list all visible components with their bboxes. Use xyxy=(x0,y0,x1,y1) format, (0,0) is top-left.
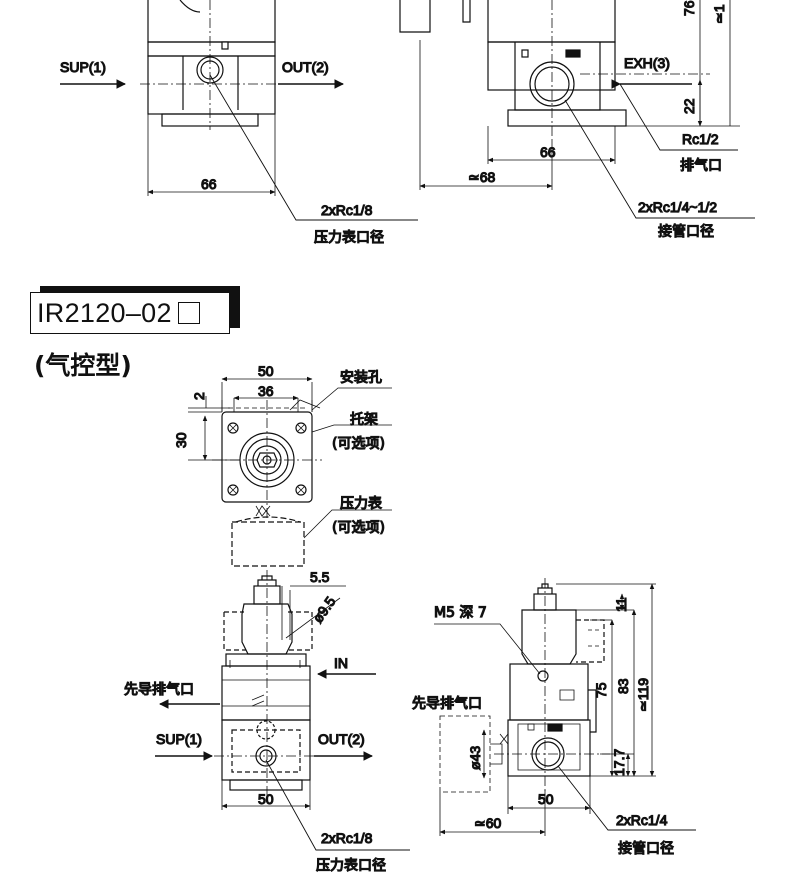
top-dim-22: 22 xyxy=(681,98,697,114)
front-view xyxy=(155,570,410,851)
front-pilot-exh-label: 先导排气口 xyxy=(124,682,194,698)
side-m5-label: M5 深 7 xyxy=(434,605,487,621)
side-dim-17-7: 17.7 xyxy=(611,749,627,776)
front-dim-50: 50 xyxy=(258,791,274,807)
gauge-label: 压力表 xyxy=(340,496,382,512)
side-pilot-exh-label: 先导排气口 xyxy=(412,696,482,712)
side-dim-11: 11 xyxy=(613,597,629,612)
top-dim-76: 76 xyxy=(681,0,697,16)
model-title: IR2120–02 xyxy=(37,297,172,328)
top-right-view xyxy=(399,0,755,219)
top-dim-68: ≃68 xyxy=(468,169,496,185)
top-left-view xyxy=(60,0,418,221)
front-in-label: IN xyxy=(334,655,348,671)
front-out-label: OUT(2) xyxy=(318,731,365,747)
front-gauge-port-cn: 压力表口径 xyxy=(316,858,386,874)
top-out-label: OUT(2) xyxy=(282,59,329,75)
front-gauge-port: 2xRc1/8 xyxy=(321,830,373,846)
side-pipe-port-cn: 接管口径 xyxy=(618,840,674,857)
top-gauge-port-cn: 压力表口径 xyxy=(314,230,384,246)
side-dim-75: 75 xyxy=(593,682,609,698)
top-sup-label: SUP(1) xyxy=(60,59,106,75)
top-dim-66-right: 66 xyxy=(540,144,556,160)
side-dim-119: ≃119 xyxy=(635,678,651,712)
mount-hole-label: 安装孔 xyxy=(340,370,382,386)
plan-dim-30: 30 xyxy=(173,432,189,448)
top-exh-label: EXH(3) xyxy=(624,55,670,71)
side-dim-phi43: ø43 xyxy=(467,746,483,770)
top-exh-port-cn: 排气口 xyxy=(680,158,722,174)
top-dim-approx: ≃1 xyxy=(711,4,727,24)
plan-dim-36: 36 xyxy=(258,383,274,399)
gauge-optional: (可选项) xyxy=(332,520,385,536)
top-exh-port: Rc1/2 xyxy=(682,131,719,147)
model-title-box: IR2120–02 xyxy=(30,292,230,334)
front-sup-label: SUP(1) xyxy=(156,731,202,747)
side-view xyxy=(434,578,696,836)
plan-dim-50: 50 xyxy=(258,363,274,379)
top-dim-66-left: 66 xyxy=(201,176,217,192)
plan-dim-2: 2 xyxy=(191,392,207,400)
bracket-optional: (可选项) xyxy=(332,436,385,452)
option-square xyxy=(177,302,200,324)
front-dim-phi9-5: ø9.5 xyxy=(309,593,338,625)
side-pipe-port: 2xRc1/4 xyxy=(616,812,668,828)
top-pipe-port: 2xRc1/4~1/2 xyxy=(638,199,717,215)
side-dim-83: 83 xyxy=(615,678,631,694)
top-gauge-port: 2xRc1/8 xyxy=(321,202,373,218)
side-dim-60: ≃60 xyxy=(474,815,502,831)
top-pipe-port-cn: 接管口径 xyxy=(658,223,714,240)
side-dim-50: 50 xyxy=(538,791,554,807)
front-dim-5-5: 5.5 xyxy=(310,569,330,585)
bracket-label: 托架 xyxy=(350,412,378,428)
plan-view xyxy=(188,376,392,567)
model-subtitle: (气控型) xyxy=(34,351,132,380)
